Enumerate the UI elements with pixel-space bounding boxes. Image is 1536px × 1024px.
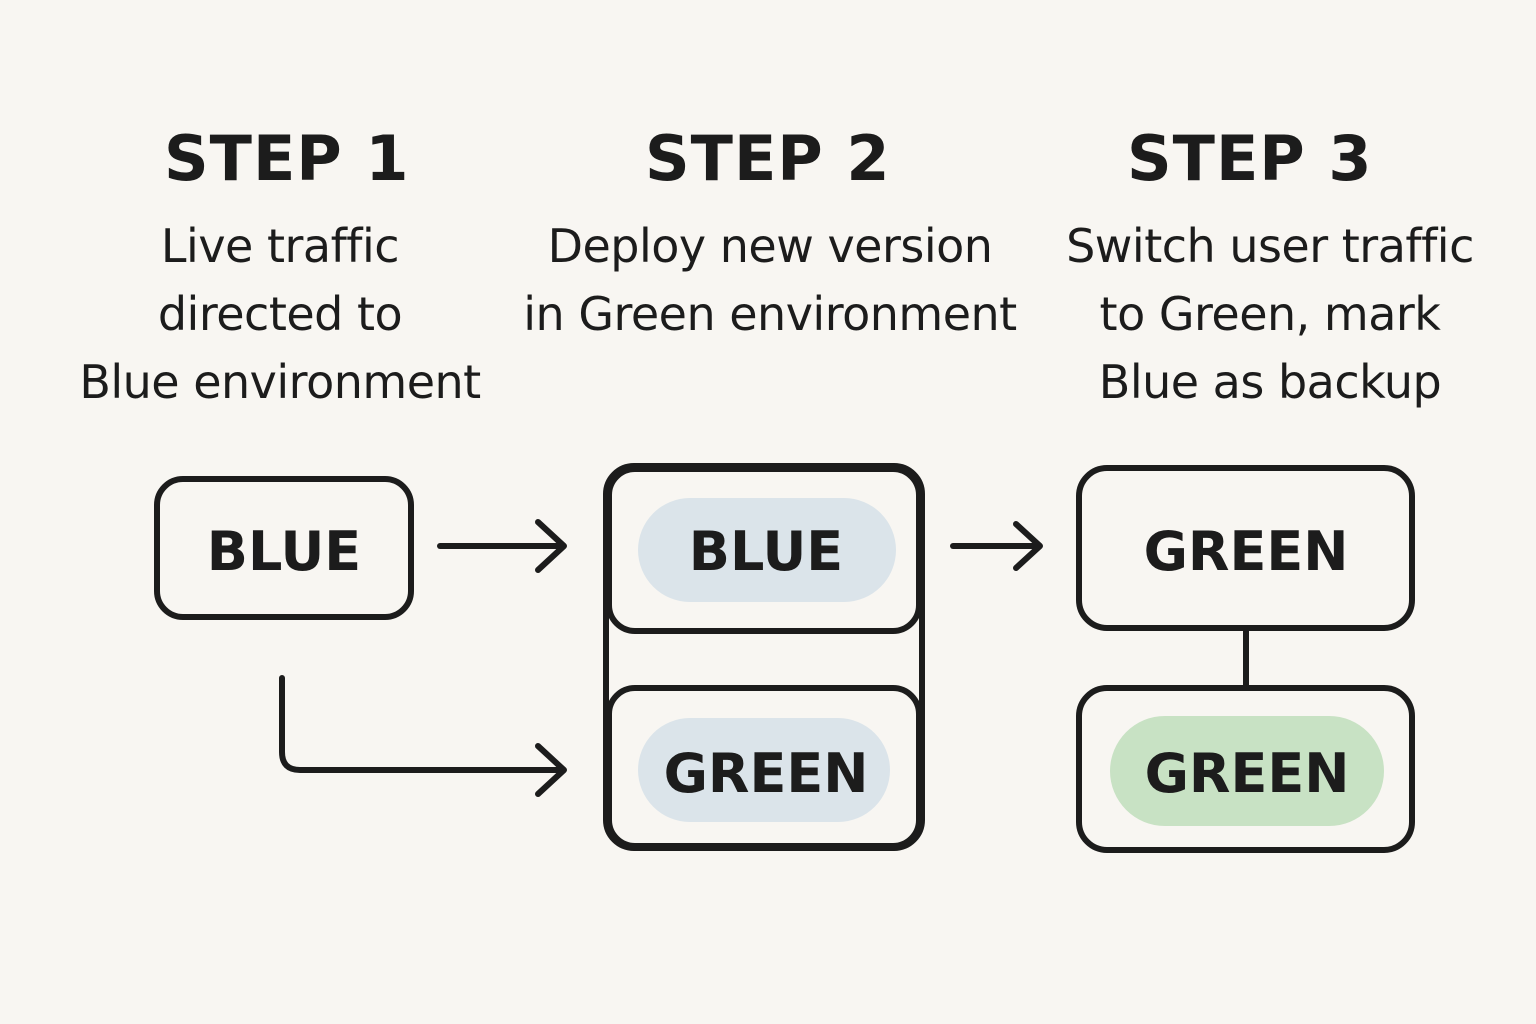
step-3-description-line: Switch user traffic <box>1066 219 1474 273</box>
step-2-blue-label: BLUE <box>689 520 843 583</box>
arrow-step1-to-step2-blue <box>437 519 567 573</box>
step-2-green-box <box>606 685 922 849</box>
step-3-title: STEP 3 <box>1127 122 1373 195</box>
step-3-backup-label: GREEN <box>1145 742 1350 805</box>
step-2-description: Deploy new version in Green environment <box>520 212 1020 348</box>
step-1-blue-label: BLUE <box>207 520 361 583</box>
step-2-blue-box <box>606 466 922 634</box>
step-1-blue-box <box>154 476 414 620</box>
step-2-green-pill <box>638 718 890 822</box>
step-1-description-line: Live traffic <box>160 219 400 273</box>
step-3-live-label: GREEN <box>1144 520 1349 583</box>
step-1-description: Live traffic directed to Blue environmen… <box>40 212 520 416</box>
step-2-blue-pill <box>638 498 896 602</box>
step-3-description: Switch user traffic to Green, mark Blue … <box>1030 212 1510 416</box>
step-3-description-line: Blue as backup <box>1098 355 1442 409</box>
step-2-title: STEP 2 <box>645 122 891 195</box>
step-3-environment-stack: GREEN GREEN <box>1076 465 1415 853</box>
step-2-description-line: Deploy new version <box>547 219 993 273</box>
step-2-green-label: GREEN <box>664 742 869 805</box>
step-2-description-line: in Green environment <box>523 287 1017 341</box>
step-3-backup-box <box>1076 685 1415 853</box>
step-1-description-line: Blue environment <box>79 355 481 409</box>
step-3-green-pill <box>1110 716 1384 826</box>
arrow-step1-to-step2-green <box>279 675 567 797</box>
arrow-step2-to-step3 <box>950 521 1043 571</box>
step-1-description-line: directed to <box>157 287 403 341</box>
step-1-blue-node: BLUE <box>154 476 414 620</box>
step-1-title: STEP 1 <box>164 122 410 195</box>
step-3-description-line: to Green, mark <box>1099 287 1441 341</box>
step-2-environment-stack: BLUE GREEN <box>603 463 925 851</box>
